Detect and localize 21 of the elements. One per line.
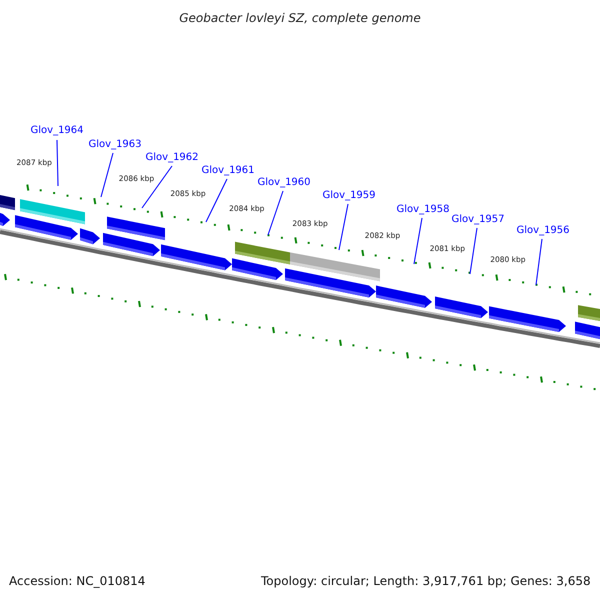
leader-line — [142, 166, 172, 208]
leader-line — [268, 190, 284, 236]
accession-text: Accession: NC_010814 — [9, 575, 146, 587]
gene-label: Glov_1956 — [516, 226, 570, 236]
gene-label: Glov_1964 — [30, 126, 84, 136]
leader-line — [100, 152, 114, 198]
leader-line — [338, 204, 348, 250]
title: Geobacter lovleyi SZ, complete genome — [178, 12, 422, 24]
leader-line — [56, 140, 58, 186]
gene-label: Glov_1962 — [146, 153, 199, 163]
leader-line — [536, 238, 542, 286]
gene-label: Glov_1961 — [202, 166, 255, 176]
gene-label: Glov_1960 — [258, 178, 311, 188]
leader-line — [206, 178, 228, 222]
genome-info-text: Topology: circular; Length: 3,917,761 bp; Genes: 3,658 — [261, 575, 591, 587]
gene-label: Glov_1957 — [452, 215, 505, 225]
gene-label: Glov_1959 — [322, 191, 376, 201]
leader-line — [470, 228, 478, 274]
gene-label: Glov_1958 — [396, 205, 450, 215]
leader-line — [414, 218, 422, 264]
gene-label: Glov_1963 — [88, 140, 142, 150]
